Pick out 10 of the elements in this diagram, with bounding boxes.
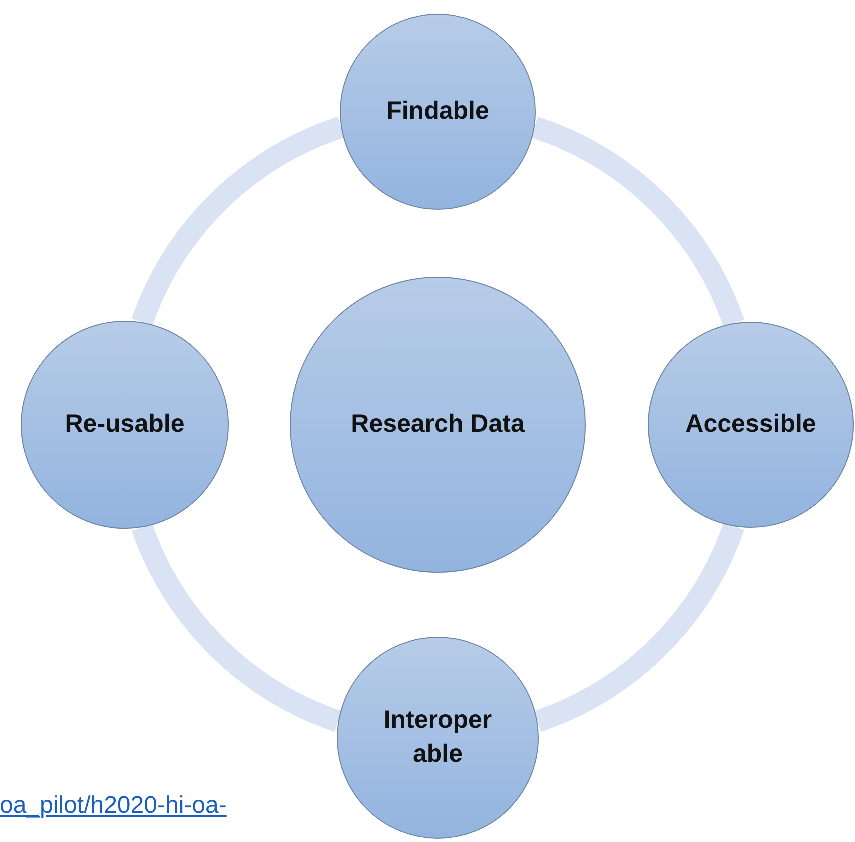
node-label: Interoper able — [382, 705, 494, 770]
node-label: Research Data — [351, 409, 525, 440]
ring-connector — [132, 523, 342, 732]
ring-connector — [534, 522, 744, 732]
node-label: Re-usable — [65, 409, 185, 440]
ring-connector — [132, 117, 346, 327]
node-label: Accessible — [686, 409, 816, 440]
ring-connector — [530, 117, 744, 328]
node-label: Findable — [386, 96, 490, 128]
link-text: oa_pilot/h2020-hi-oa- — [0, 792, 227, 820]
